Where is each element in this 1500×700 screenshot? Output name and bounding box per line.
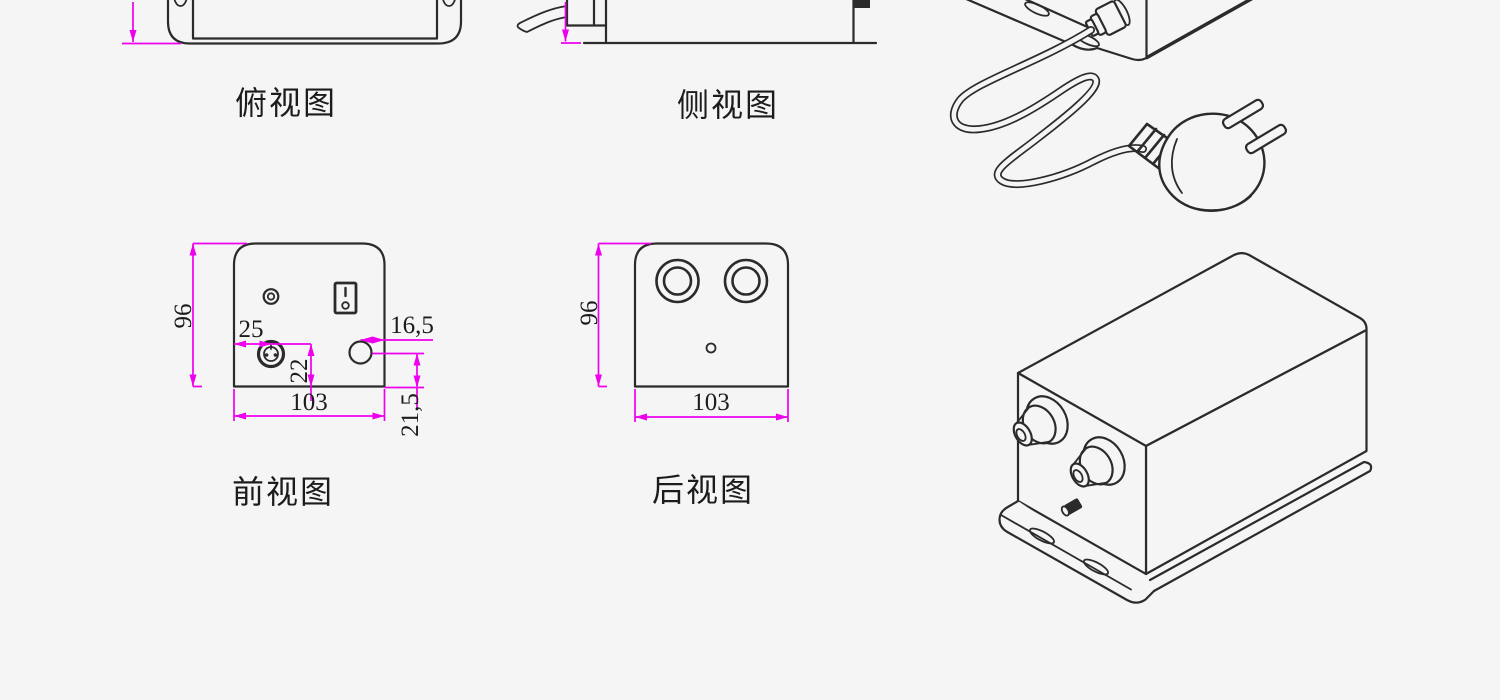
power-switch-icon[interactable]: [333, 281, 358, 315]
mount-slot-left: [173, 0, 188, 7]
front-extension-lines: [193, 242, 433, 421]
rca-port-right-outer: [723, 258, 769, 304]
side-view-drawing: 侧视图: [516, 0, 878, 123]
cable-gland-iso: [1084, 0, 1131, 37]
iso-mount-slot-1: [1024, 1, 1050, 17]
iso-flange-edge: [965, 0, 1149, 62]
front-view-label: 前视图: [232, 474, 334, 510]
front-width-value: 103: [290, 389, 328, 416]
top-view-drawing: 俯视图: [122, 0, 463, 121]
hole-offset-x-value: 16,5: [390, 312, 434, 339]
cable-side: [516, 5, 568, 33]
din-pin-left: [264, 353, 269, 357]
rca-connector-2: [1069, 436, 1126, 488]
box-top-face: [1016, 252, 1368, 448]
flange-front-top-edge: [1000, 514, 1132, 591]
led-indicator-outer: [262, 288, 280, 305]
din-pin-right: [273, 353, 278, 357]
front-view-drawing: 96 25 22 103 16,5 21,5 前视图: [170, 242, 434, 510]
rear-view-drawing: 96 103 后视图: [576, 242, 790, 508]
side-view-label: 侧视图: [677, 87, 779, 123]
flange-slot-1: [1028, 527, 1056, 545]
front-height-value: 96: [170, 304, 197, 329]
iso-body-edge: [1024, 0, 1148, 58]
front-panel-outline: [232, 242, 386, 388]
power-cable: [950, 26, 1147, 189]
plug-pin-2: [1244, 123, 1288, 155]
plug-body: [1158, 112, 1266, 212]
plug-body-seams: [1171, 138, 1252, 212]
mount-hole: [348, 340, 373, 365]
connector-offset-x-value: 25: [239, 316, 264, 343]
side-view-outline: [582, 0, 878, 45]
grounding-screw: [1060, 498, 1083, 517]
iso-view-enclosure: [998, 252, 1373, 604]
connector-offset-y-value: 22: [286, 359, 313, 384]
iso-box-bottom-edge: [1145, 0, 1254, 60]
top-view-outline: [166, 0, 463, 45]
power-plug: [1127, 98, 1288, 212]
flange-slot-2: [1082, 558, 1110, 576]
hole-offset-y-value: 21,5: [397, 393, 424, 437]
flange-right-edges: [1148, 460, 1373, 593]
rear-small-hole: [705, 342, 717, 354]
rear-height-value: 96: [576, 301, 603, 326]
rear-view-label: 后视图: [652, 472, 754, 508]
rear-extension-lines: [598, 242, 789, 422]
mount-slot-right: [442, 0, 456, 7]
top-view-body-outline: [191, 0, 439, 40]
led-indicator-inner: [266, 292, 276, 301]
top-view-label: 俯视图: [235, 85, 337, 121]
connector-block-side: [854, 0, 870, 8]
rear-width-value: 103: [692, 389, 730, 416]
rca-connector-1: [1012, 395, 1069, 447]
iso-view-with-plug: [950, 0, 1288, 212]
rca-port-left-inner: [662, 266, 693, 296]
rca-port-left-outer: [655, 258, 700, 304]
flange-front: [998, 499, 1156, 604]
rear-panel-outline: [633, 242, 790, 388]
switch-off-mark: [341, 301, 350, 310]
cable-gland-side: [565, 0, 608, 27]
rca-port-right-inner: [731, 266, 761, 296]
plug-pin-1: [1221, 98, 1265, 130]
